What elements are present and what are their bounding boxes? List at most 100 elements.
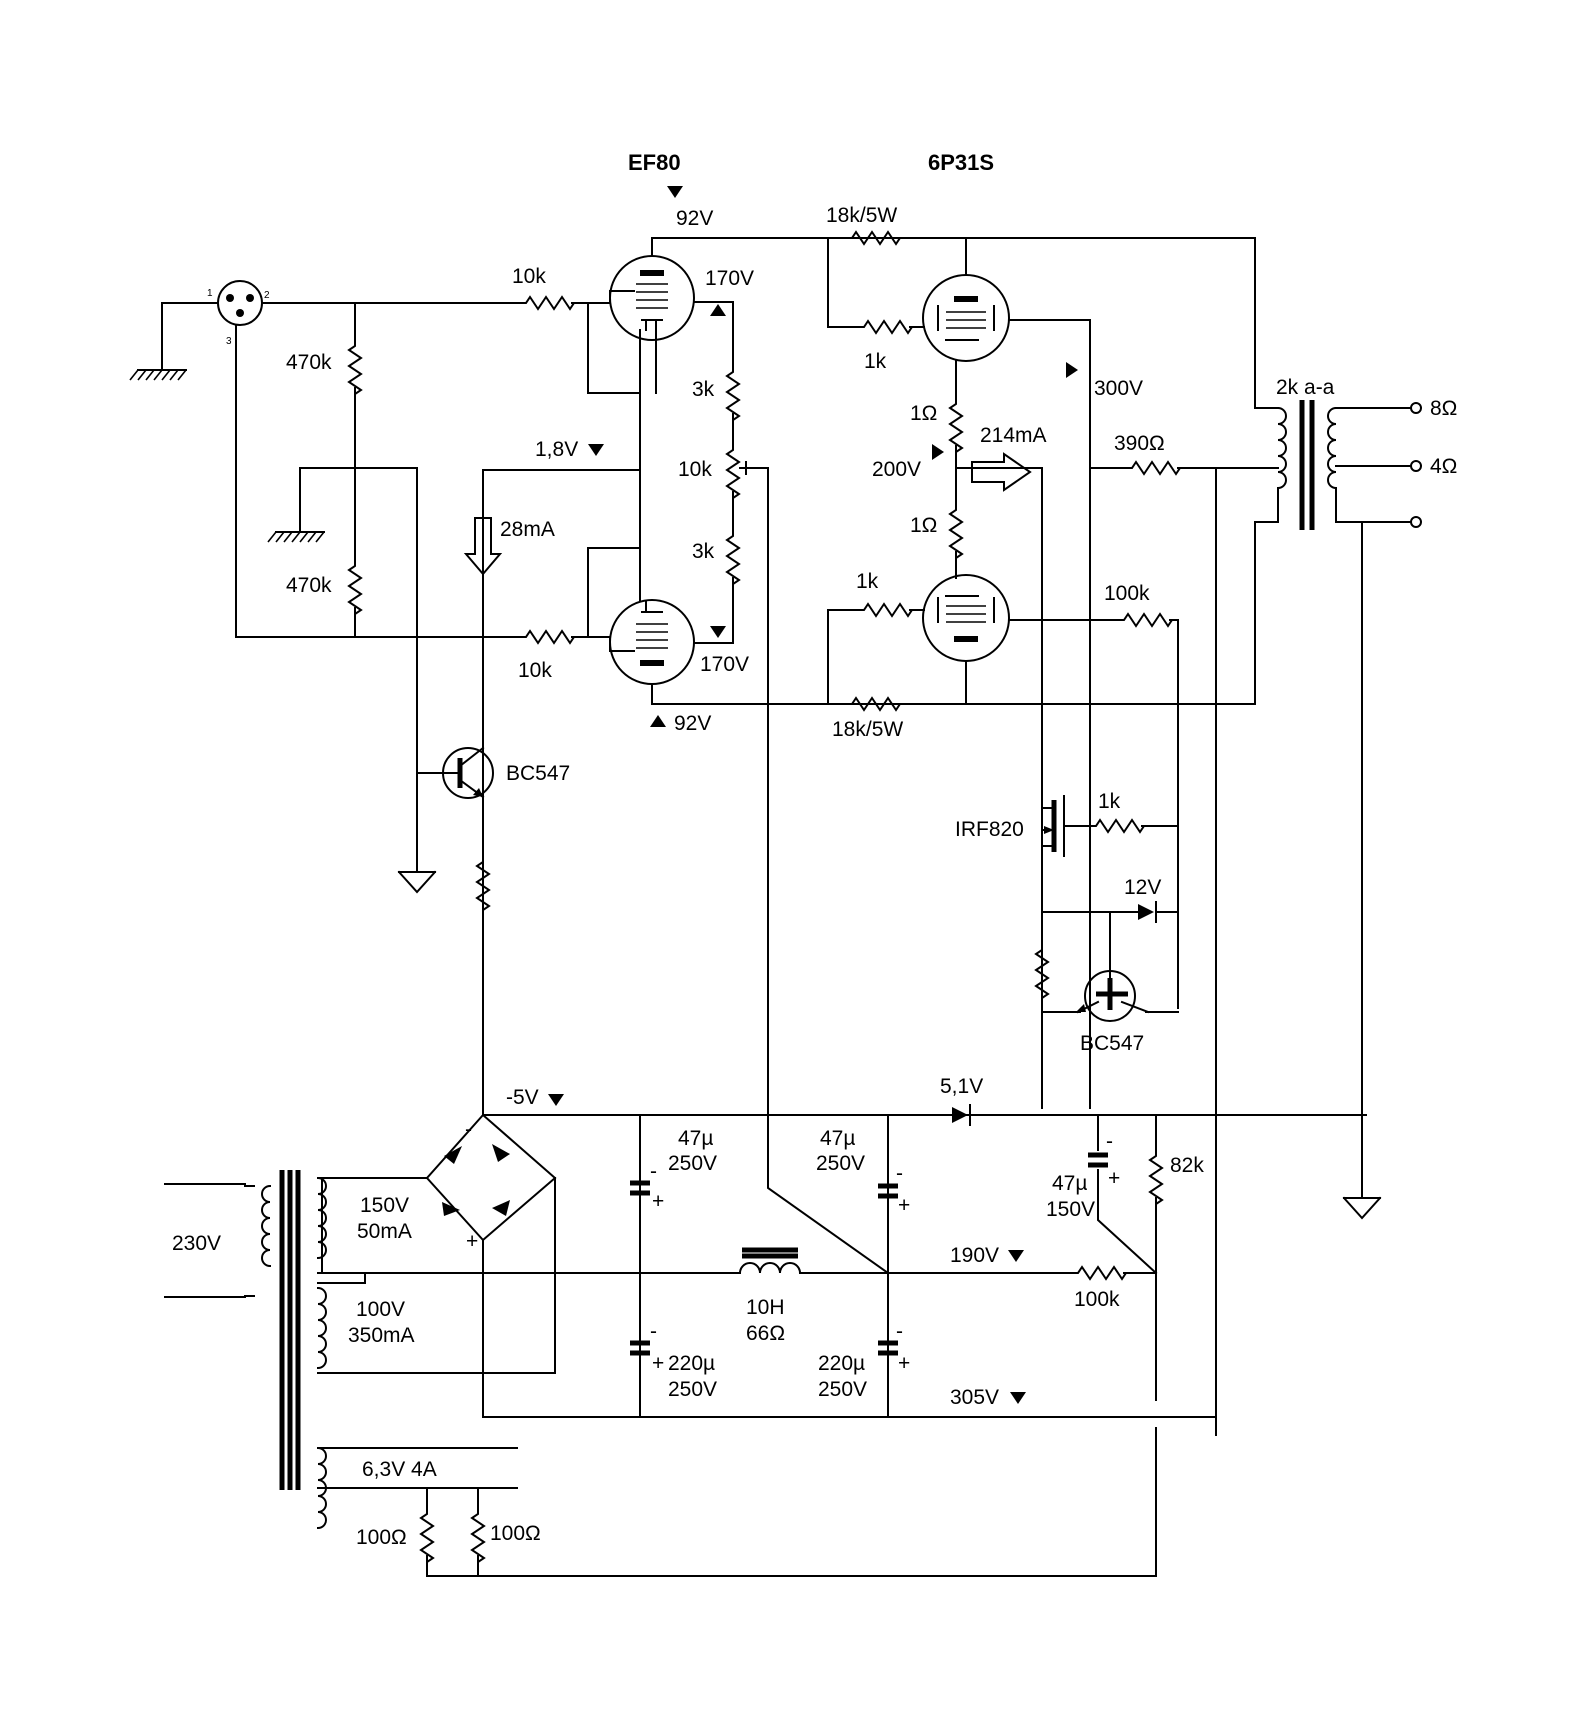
label-100-ohm-left: 100Ω (356, 1526, 407, 1549)
xlr-pin-1: 1 (207, 288, 213, 299)
label-bc547-tail: BC547 (1080, 1032, 1144, 1055)
svg-text:-: - (1106, 1130, 1113, 1153)
capacitor-47u-150v: + - (1088, 1130, 1120, 1190)
label-c3-rating: 150V (1046, 1198, 1095, 1221)
ground-symbol-output (1343, 1197, 1381, 1219)
label-sec-50mA: 50mA (357, 1220, 412, 1243)
svg-text:+: + (898, 1352, 910, 1375)
svg-text:+: + (652, 1352, 664, 1375)
zener-12v (1138, 901, 1157, 923)
svg-text:-: - (650, 1320, 657, 1343)
choke-10h (738, 1247, 802, 1275)
svg-text:+: + (1108, 1167, 1120, 1190)
mosfet-irf820 (1041, 795, 1065, 857)
capacitor-220u-1: + - (630, 1320, 664, 1375)
label-zener-5-1v: 5,1V (940, 1075, 983, 1098)
label-zener-12v: 12V (1124, 876, 1161, 899)
label-ot-2k: 2k a-a (1276, 376, 1335, 399)
label-sec-100v: 100V (356, 1298, 405, 1321)
capacitor-220u-2: + - (878, 1320, 910, 1375)
xlr-pin-3: 3 (226, 336, 232, 347)
6p31s-tube-top (922, 274, 1010, 362)
label-c1-cap: 47µ (678, 1127, 713, 1150)
label-irf820: IRF820 (955, 818, 1024, 841)
label-170v-top: 170V (705, 267, 754, 290)
label-c2-rating: 250V (816, 1152, 865, 1175)
bridge-plus: + (466, 1230, 478, 1253)
label-c1-rating: 250V (668, 1152, 717, 1175)
label-170v-bottom: 170V (700, 653, 749, 676)
label-230v: 230V (172, 1232, 221, 1255)
terminal-8ohm[interactable] (1410, 402, 1422, 414)
terminal-4ohm[interactable] (1410, 460, 1422, 472)
label-c3-cap: 47µ (1052, 1172, 1087, 1195)
label-190v: 190V (950, 1244, 999, 1267)
label-choke-66: 66Ω (746, 1322, 785, 1345)
label-200v: 200V (872, 458, 921, 481)
label-8ohm: 8Ω (1430, 397, 1457, 420)
label-1k-top: 1k (864, 350, 887, 373)
label-bc547-ccs: BC547 (506, 762, 570, 785)
ground-symbol-ccs (398, 871, 436, 893)
label-3k-bottom: 3k (692, 540, 715, 563)
label-10k-bottom: 10k (518, 659, 552, 682)
xlr-input-connector: 1 2 3 (207, 280, 270, 347)
6p31s-tube-bottom (922, 574, 1010, 662)
zener-5-1v (952, 1104, 971, 1126)
transistor-bc547-tail (1076, 911, 1150, 1022)
label-1k-bottom: 1k (856, 570, 879, 593)
ef80-tube-top (609, 255, 695, 341)
xlr-pin-2: 2 (264, 290, 270, 301)
current-arrow-28mA (463, 517, 503, 576)
label-92v-top: 92V (676, 207, 713, 230)
label-neg5v: -5V (506, 1086, 539, 1109)
svg-text:+: + (652, 1190, 664, 1213)
label-1k-gate: 1k (1098, 790, 1121, 813)
label-305v: 305V (950, 1386, 999, 1409)
label-18k-top: 18k/5W (826, 204, 897, 227)
chassis-ground-mid (267, 531, 325, 543)
label-heater: 6,3V 4A (362, 1458, 437, 1481)
svg-text:+: + (898, 1194, 910, 1217)
terminal-common[interactable] (1410, 516, 1422, 528)
tube-label-6p31s: 6P31S (928, 150, 994, 175)
label-sec-350mA: 350mA (348, 1324, 415, 1347)
label-10k-pot: 10k (678, 458, 712, 481)
capacitor-47u-1: + - (630, 1160, 664, 1213)
label-choke-10h: 10H (746, 1296, 785, 1319)
tube-label-ef80: EF80 (628, 150, 681, 175)
label-18k-bottom: 18k/5W (832, 718, 903, 741)
label-300v: 300V (1094, 377, 1143, 400)
label-82k: 82k (1170, 1154, 1204, 1177)
label-c2-cap: 47µ (820, 1127, 855, 1150)
label-10k-top: 10k (512, 265, 546, 288)
label-100k-ps: 100k (1074, 1288, 1120, 1311)
label-100-ohm-right: 100Ω (490, 1522, 541, 1545)
label-4ohm: 4Ω (1430, 455, 1457, 478)
output-transformer (1254, 400, 1411, 1109)
label-c4-rating: 250V (668, 1378, 717, 1401)
mains-transformer (164, 1170, 327, 1529)
svg-text:-: - (896, 1320, 903, 1343)
bridge-minus: - (465, 1118, 472, 1141)
current-arrow-214mA (971, 452, 1032, 492)
label-92v-bottom: 92V (674, 712, 711, 735)
label-28mA: 28mA (500, 518, 555, 541)
label-390-ohm: 390Ω (1114, 432, 1165, 455)
label-1-8v: 1,8V (535, 438, 578, 461)
label-1ohm-top: 1Ω (910, 402, 937, 425)
capacitor-47u-2: + - (878, 1162, 910, 1217)
ef80-tube-bottom (609, 599, 695, 685)
label-c5-rating: 250V (818, 1378, 867, 1401)
label-470k-top: 470k (286, 351, 332, 374)
label-3k-top: 3k (692, 378, 715, 401)
label-c4-cap: 220µ (668, 1352, 715, 1375)
label-1ohm-bottom: 1Ω (910, 514, 937, 537)
label-sec-150v: 150V (360, 1194, 409, 1217)
label-100k-feedback: 100k (1104, 582, 1150, 605)
label-214mA: 214mA (980, 424, 1047, 447)
bridge-rectifier (425, 1113, 557, 1242)
svg-text:-: - (896, 1162, 903, 1185)
label-470k-bottom: 470k (286, 574, 332, 597)
